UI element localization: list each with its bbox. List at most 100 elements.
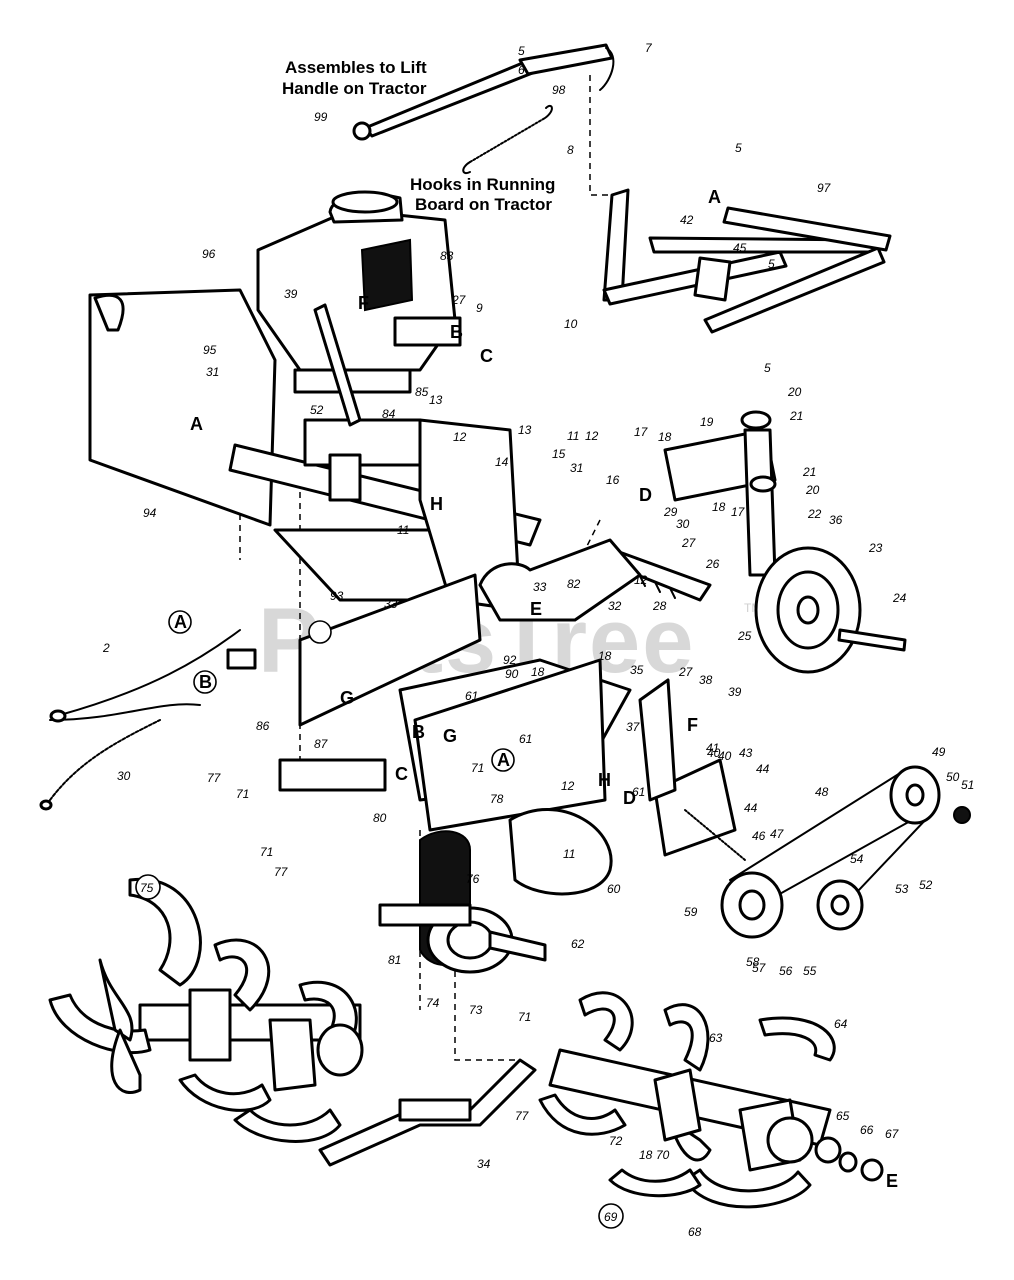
label-part-59: 59: [684, 905, 698, 919]
label-part-70: 70: [656, 1148, 670, 1162]
label-part-41: 41: [706, 741, 719, 755]
label-part-96: 96: [202, 247, 216, 261]
label-part-18: 18: [639, 1148, 653, 1162]
engine-shaft: [393, 316, 462, 347]
label-part-71: 71: [471, 761, 484, 775]
ref-letter-H: H: [598, 770, 611, 790]
label-part-37: 37: [626, 720, 641, 734]
shield-94: [88, 288, 277, 527]
label-part-57: 57: [752, 961, 767, 975]
label-part-20: 20: [787, 385, 802, 399]
label-part-38: 38: [699, 673, 713, 687]
label-part-66: 66: [860, 1123, 874, 1137]
label-part-54: 54: [850, 852, 864, 866]
label-part-75: 75: [140, 881, 154, 895]
ref-letter-H: H: [430, 494, 443, 514]
label-part-27: 27: [451, 293, 467, 307]
label-part-80: 80: [373, 811, 387, 825]
engine: [256, 190, 462, 394]
label-part-21: 21: [802, 465, 816, 479]
wheel-assembly: [663, 410, 907, 674]
housing-80: [413, 658, 607, 832]
label-part-44: 44: [756, 762, 770, 776]
label-part-94: 94: [143, 506, 157, 520]
label-part-13: 13: [518, 423, 532, 437]
ref-letter-G: G: [443, 726, 457, 746]
ref-letter-A: A: [190, 414, 203, 434]
tines-right: [538, 991, 884, 1209]
label-part-98: 98: [552, 83, 566, 97]
rod-end-99: [352, 121, 372, 141]
label-part-71: 71: [260, 845, 273, 859]
nut-51: [953, 806, 971, 824]
spring-47: [684, 809, 746, 861]
pulley-assembly: [638, 678, 971, 939]
drive-housing: [378, 808, 613, 974]
label-part-76: 76: [466, 872, 480, 886]
engine-fins: [360, 238, 414, 312]
label-part-78: 78: [490, 792, 504, 806]
label-part-58: 58: [746, 955, 760, 969]
label-part-68: 68: [688, 1225, 702, 1239]
label-part-61: 61: [519, 732, 532, 746]
axle-bolt-24: [837, 628, 907, 652]
ref-letter-C: C: [395, 764, 408, 784]
label-part-55: 55: [803, 964, 817, 978]
label-part-51: 51: [961, 778, 974, 792]
callout-running-board-2: Board on Tractor: [415, 195, 552, 214]
label-part-28: 28: [652, 599, 667, 613]
ref-letter-F: F: [358, 293, 369, 313]
label-part-12: 12: [561, 779, 575, 793]
shaft-81: [378, 903, 472, 927]
label-part-11: 11: [397, 523, 409, 537]
label-part-84: 84: [382, 407, 396, 421]
label-part-33: 33: [533, 580, 547, 594]
label-part-20: 20: [805, 483, 820, 497]
plate-84: [303, 418, 422, 467]
ref-letter-B: B: [199, 672, 212, 692]
label-part-49: 49: [932, 745, 946, 759]
label-part-32: 32: [608, 599, 622, 613]
label-part-52: 52: [919, 878, 933, 892]
drag-bar-34: [318, 1058, 537, 1167]
label-part-23: 23: [868, 541, 883, 555]
hitch-frame: [602, 188, 892, 334]
label-part-81: 81: [388, 953, 401, 967]
tine-68: [683, 1168, 812, 1209]
ref-letter-F: F: [687, 715, 698, 735]
ref-letter-D: D: [639, 485, 652, 505]
label-part-19: 19: [700, 415, 714, 429]
label-part-82: 82: [567, 577, 581, 591]
label-part-35: 35: [630, 663, 644, 677]
label-part-61: 61: [632, 785, 645, 799]
label-part-71: 71: [518, 1010, 531, 1024]
circled-labels: [135, 610, 624, 1229]
label-part-74: 74: [426, 996, 440, 1010]
label-part-24: 24: [892, 591, 907, 605]
callout-lift-handle-2: Handle on Tractor: [282, 79, 427, 98]
label-part-14: 14: [495, 455, 509, 469]
label-part-52: 52: [310, 403, 324, 417]
label-part-15: 15: [552, 447, 566, 461]
part-number-labels: 5 6 7 98 99 8 5 97 42 45 5 10 96 39 83 2…: [102, 41, 974, 1239]
label-part-26: 26: [705, 557, 720, 571]
label-part-43: 43: [739, 746, 753, 760]
label-part-77: 77: [274, 865, 289, 879]
bracket-87: [278, 758, 387, 792]
callout-running-board-1: Hooks in Running: [410, 175, 555, 194]
label-part-85: 85: [415, 385, 429, 399]
label-part-36: 36: [829, 513, 843, 527]
label-part-17: 17: [731, 505, 746, 519]
label-part-40: 40: [707, 746, 721, 760]
label-part-5: 5: [768, 257, 775, 271]
label-part-63: 63: [709, 1031, 723, 1045]
label-part-22: 22: [807, 507, 822, 521]
label-part-73: 73: [469, 1003, 483, 1017]
label-part-30: 30: [117, 769, 131, 783]
label-part-31: 31: [570, 461, 583, 475]
frame-shields: [88, 288, 542, 612]
label-part-99: 99: [314, 110, 328, 124]
label-part-21: 21: [789, 409, 803, 423]
label-part-46: 46: [752, 829, 766, 843]
